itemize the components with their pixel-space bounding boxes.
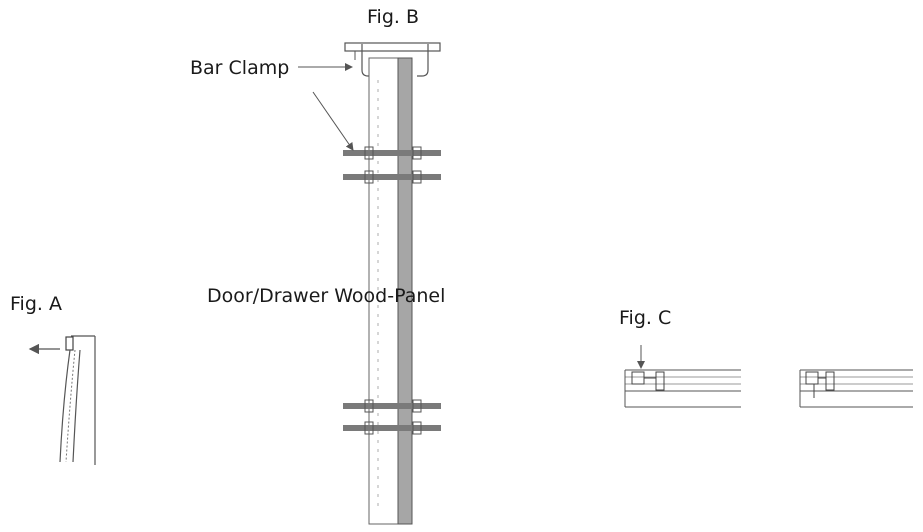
fig-a-drawing [28, 335, 96, 465]
bar-clamp-3 [343, 403, 441, 409]
bar-clamp-2 [343, 174, 441, 180]
panel-label: Door/Drawer Wood-Panel [207, 285, 446, 307]
bar-clamp-4 [343, 425, 441, 431]
frame-strip [368, 57, 401, 525]
top-bar-clamp [344, 42, 441, 52]
fig-b-drawing [298, 42, 441, 525]
bar-clamp-leader-middle [312, 91, 354, 151]
fig-c-title: Fig. C [619, 307, 672, 329]
fig-c-right [799, 369, 913, 408]
fig-a-clip [65, 336, 74, 351]
bar-clamp-label: Bar Clamp [190, 57, 290, 79]
fig-c-left [624, 345, 741, 408]
bar-clamp-1 [343, 150, 441, 156]
fig-b-title: Fig. B [367, 6, 419, 28]
fig-a-title: Fig. A [10, 293, 62, 315]
